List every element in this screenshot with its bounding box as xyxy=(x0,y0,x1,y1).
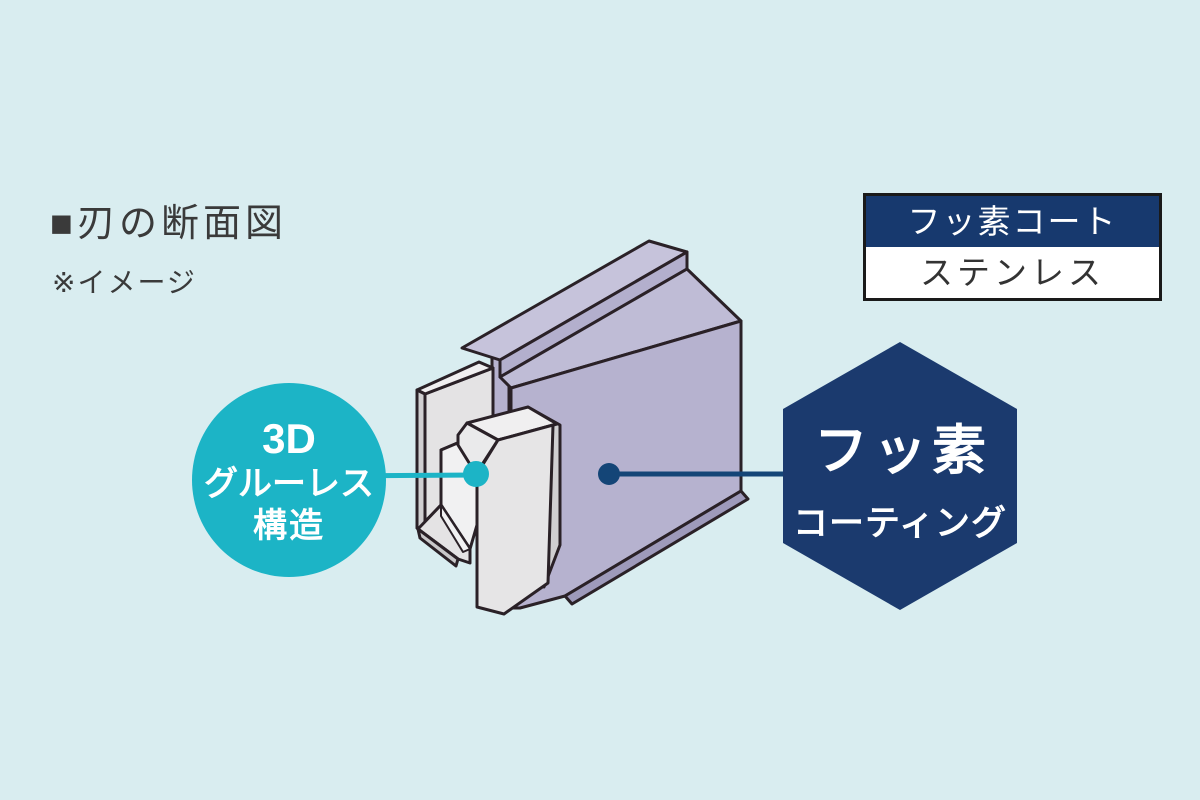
steel-back-plate-bottom-face xyxy=(416,527,460,568)
callout-glueless-line-2: グルーレス xyxy=(204,465,374,504)
callout-glueless-line-1: 3D xyxy=(262,414,316,462)
steel-back-plate xyxy=(415,360,495,568)
page-title: ■刃の断面図 xyxy=(50,203,287,245)
legend-item-fluorine-coat: フッ素コート xyxy=(866,196,1159,247)
resin-coated-block xyxy=(460,239,750,610)
legend-item-stainless: ステンレス xyxy=(866,247,1159,298)
title-block: ■刃の断面図 ※イメージ xyxy=(50,192,287,301)
glueless-marker-dot xyxy=(463,461,489,487)
steel-back-plate-left-side xyxy=(415,388,427,536)
title-note: ※イメージ xyxy=(52,267,197,298)
callout-glueless-structure: 3D グルーレス 構造 xyxy=(192,383,386,577)
legend: フッ素コート ステンレス xyxy=(863,193,1162,301)
callout-glueless-line-3: 構造 xyxy=(253,506,325,545)
steel-front-block xyxy=(456,405,562,616)
fluorine-marker-dot xyxy=(598,463,620,485)
callout-fluorine-line-2: コーティング xyxy=(793,504,1007,543)
steel-front-block-front-face xyxy=(475,423,555,616)
steel-groove-wedge-highlight xyxy=(440,504,471,553)
steel-front-block-notch-face xyxy=(456,421,500,476)
resin-bottom-face xyxy=(563,489,750,606)
callout-fluorine-line-1: フッ素 xyxy=(814,421,991,481)
